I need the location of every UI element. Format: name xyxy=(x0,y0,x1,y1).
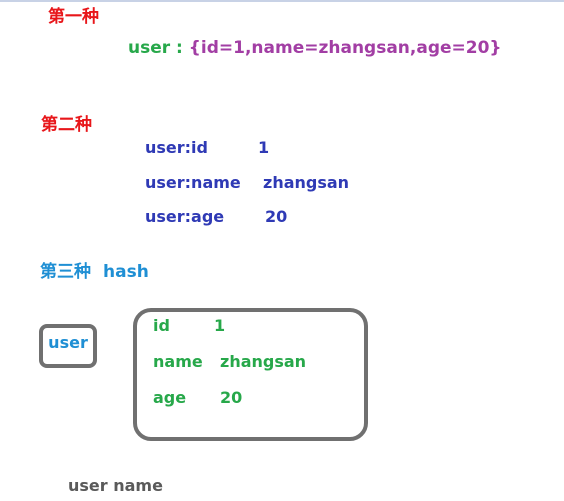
section2-row-name-value: zhangsan xyxy=(263,173,350,192)
section2-row-id-value: 1 xyxy=(258,138,270,157)
section2-heading: 第二种 xyxy=(41,115,92,135)
top-border xyxy=(0,0,564,2)
hash-field-age: age xyxy=(153,388,187,407)
hash-value-name: zhangsan xyxy=(220,352,307,371)
section3-heading-line: 第三种 hash xyxy=(40,264,149,281)
section2-row-age-value: 20 xyxy=(265,207,288,226)
hash-fields-box xyxy=(133,308,368,441)
footer-text: user name xyxy=(68,476,163,495)
section1-line: user : {id=1,name=zhangsan,age=20} xyxy=(128,40,502,57)
section1-value: {id=1,name=zhangsan,age=20} xyxy=(188,38,502,58)
section2-row-id-key: user:id xyxy=(145,138,208,157)
section2-row-age-key: user:age xyxy=(145,207,225,226)
hash-field-name: name xyxy=(153,352,203,371)
hash-field-id: id xyxy=(153,316,170,335)
section1-heading: 第一种 xyxy=(48,7,99,27)
hash-value-id: 1 xyxy=(214,316,226,335)
section3-heading-suffix: hash xyxy=(103,262,149,282)
section3-heading: 第三种 xyxy=(40,262,91,282)
hash-value-age: 20 xyxy=(220,388,243,407)
hash-key-box: user xyxy=(39,324,97,368)
hash-key-label: user xyxy=(48,333,88,352)
section1-label: user : xyxy=(128,38,189,58)
section2-row-name-key: user:name xyxy=(145,173,241,192)
